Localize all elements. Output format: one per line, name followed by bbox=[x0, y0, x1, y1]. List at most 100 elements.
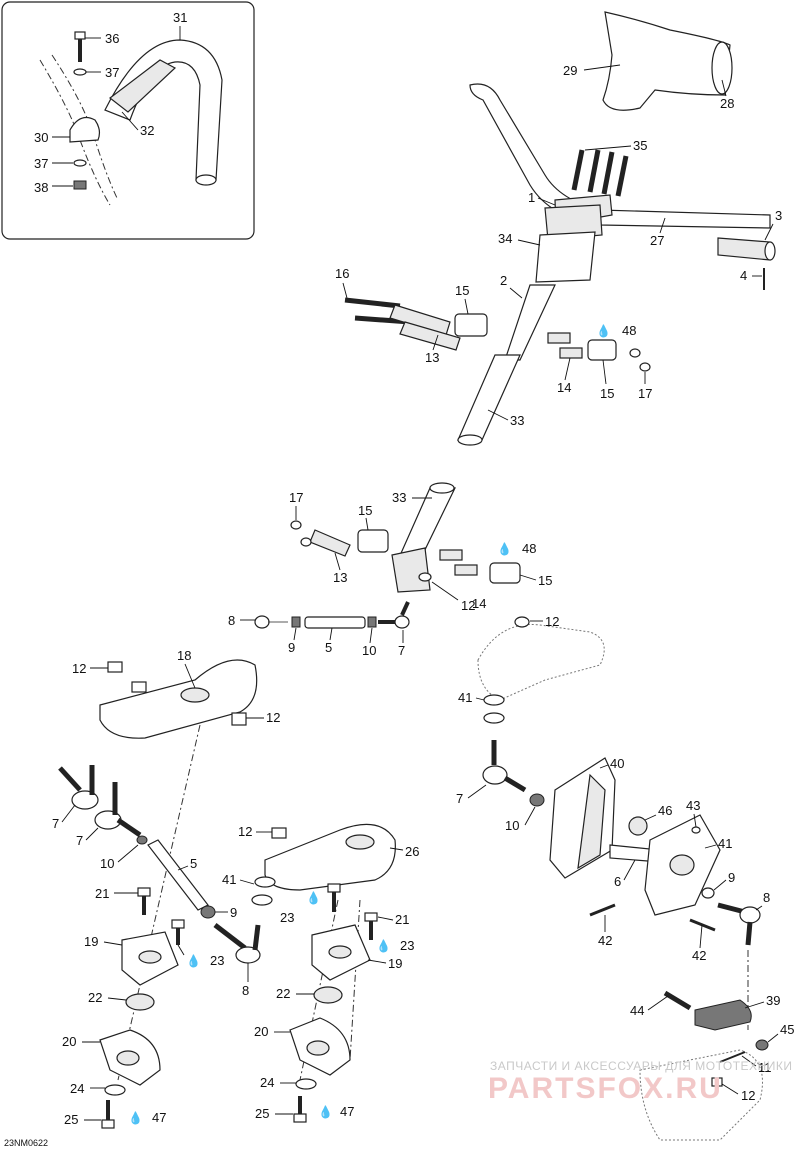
callout-15: 15 bbox=[455, 283, 469, 298]
callout-34: 34 bbox=[498, 231, 512, 246]
callout-5: 5 bbox=[190, 856, 197, 871]
riser bbox=[535, 231, 596, 283]
callout-8: 8 bbox=[763, 890, 770, 905]
bar-pad bbox=[109, 59, 177, 113]
ball-joint bbox=[482, 765, 508, 785]
callout-20: 20 bbox=[254, 1024, 268, 1039]
watermark-logo: PARTSFOX.RU bbox=[488, 1072, 723, 1105]
callout-26: 26 bbox=[405, 844, 419, 859]
washer bbox=[73, 68, 87, 76]
callout-23: 23 bbox=[210, 953, 224, 968]
callout-12: 12 bbox=[545, 614, 559, 629]
grip bbox=[717, 237, 771, 261]
callout-31: 31 bbox=[173, 10, 187, 25]
grease-drop-icon: 💧 bbox=[376, 939, 391, 953]
callout-23: 23 bbox=[280, 910, 294, 925]
callout-32: 32 bbox=[140, 123, 154, 138]
callout-33: 33 bbox=[392, 490, 406, 505]
callout-8: 8 bbox=[242, 983, 249, 998]
callout-13: 13 bbox=[425, 350, 439, 365]
callout-6: 6 bbox=[614, 874, 621, 889]
callout-35: 35 bbox=[633, 138, 647, 153]
callout-9: 9 bbox=[288, 640, 295, 655]
long-bolt bbox=[344, 297, 401, 309]
callout-7: 7 bbox=[76, 833, 83, 848]
inset-frame bbox=[1, 1, 255, 240]
inset-detail: 31 36 37 30 32 37 38 bbox=[1, 1, 255, 240]
watermark-text: ЗАПЧАСТИ И АКСЕССУАРЫ ДЛЯ МОТОТЕХНИКИ bbox=[490, 1059, 792, 1073]
inset-bar-outline bbox=[39, 59, 111, 206]
callout-10: 10 bbox=[505, 818, 519, 833]
callout-5: 5 bbox=[325, 640, 332, 655]
callout-10: 10 bbox=[362, 643, 376, 658]
callout-17: 17 bbox=[289, 490, 303, 505]
callout-24: 24 bbox=[260, 1075, 274, 1090]
callout-22: 22 bbox=[276, 986, 290, 1001]
tie-rod bbox=[147, 839, 209, 911]
callout-44: 44 bbox=[630, 1003, 644, 1018]
callout-10: 10 bbox=[100, 856, 114, 871]
callout-13: 13 bbox=[333, 570, 347, 585]
grease-drop-icon: 💧 bbox=[497, 542, 512, 556]
callout-23: 23 bbox=[400, 938, 414, 953]
ghost-plate bbox=[477, 623, 605, 701]
sleeve bbox=[547, 332, 571, 344]
callout-21: 21 bbox=[95, 886, 109, 901]
handlebar-pad bbox=[602, 11, 731, 111]
callout-7: 7 bbox=[456, 791, 463, 806]
callout-45: 45 bbox=[780, 1022, 794, 1037]
callout-2: 2 bbox=[500, 273, 507, 288]
callout-22: 22 bbox=[88, 990, 102, 1005]
callout-12: 12 bbox=[72, 661, 86, 676]
lower-center-steering-arm: 12 26 41 23 💧 21 23 💧 19 22 20 24 25 47 … bbox=[222, 823, 419, 1123]
callout-40: 40 bbox=[610, 756, 624, 771]
column-upper bbox=[504, 284, 556, 361]
callout-11: 11 bbox=[758, 1060, 772, 1075]
callout-9: 9 bbox=[230, 905, 237, 920]
drop-arm bbox=[694, 999, 752, 1031]
threaded-stud bbox=[58, 766, 82, 792]
callout-12: 12 bbox=[461, 598, 475, 613]
callout-14: 14 bbox=[557, 380, 571, 395]
callout-7: 7 bbox=[52, 816, 59, 831]
grease-drop-icon: 💧 bbox=[128, 1111, 143, 1125]
grease-drop-icon: 💧 bbox=[318, 1105, 333, 1119]
lower-left-steering-arm: 12 18 12 7 7 10 5 21 9 23 💧 19 8 22 20 2… bbox=[52, 648, 280, 1129]
callout-42: 42 bbox=[692, 948, 706, 963]
callout-28: 28 bbox=[720, 96, 734, 111]
callout-3: 3 bbox=[775, 208, 782, 223]
ball-joint bbox=[254, 615, 270, 629]
steering-column-lower bbox=[397, 487, 456, 561]
grease-drop-icon: 💧 bbox=[306, 891, 321, 905]
callout-25: 25 bbox=[64, 1112, 78, 1127]
callout-39: 39 bbox=[766, 993, 780, 1008]
bushing bbox=[313, 986, 343, 1004]
callout-15: 15 bbox=[600, 386, 614, 401]
ghost-fork bbox=[639, 1049, 763, 1141]
callout-47: 47 bbox=[152, 1110, 166, 1125]
lower-right-drop-arm: 41 40 7 10 46 43 41 6 9 8 42 42 44 39 45… bbox=[456, 690, 794, 1141]
callout-42: 42 bbox=[598, 933, 612, 948]
mid-linkage-assembly: 17 33 15 48 💧 13 12 14 15 8 9 5 10 7 12 bbox=[228, 482, 605, 701]
bolt bbox=[74, 31, 86, 40]
callout-15: 15 bbox=[538, 573, 552, 588]
handlebar bbox=[469, 83, 771, 229]
callout-29: 29 bbox=[563, 63, 577, 78]
callout-4: 4 bbox=[740, 268, 747, 283]
callout-19: 19 bbox=[84, 934, 98, 949]
bushing bbox=[125, 993, 155, 1011]
callout-43: 43 bbox=[686, 798, 700, 813]
steering-arm-plate bbox=[99, 659, 258, 739]
ball-joint bbox=[71, 790, 99, 810]
callout-16: 16 bbox=[335, 266, 349, 281]
callout-48: 48 bbox=[622, 323, 636, 338]
callout-27: 27 bbox=[650, 233, 664, 248]
callout-15: 15 bbox=[358, 503, 372, 518]
callout-8: 8 bbox=[228, 613, 235, 628]
callout-12: 12 bbox=[741, 1088, 755, 1103]
callout-46: 46 bbox=[658, 803, 672, 818]
callout-12: 12 bbox=[266, 710, 280, 725]
clamp bbox=[69, 117, 101, 143]
tie-rod bbox=[304, 616, 366, 629]
